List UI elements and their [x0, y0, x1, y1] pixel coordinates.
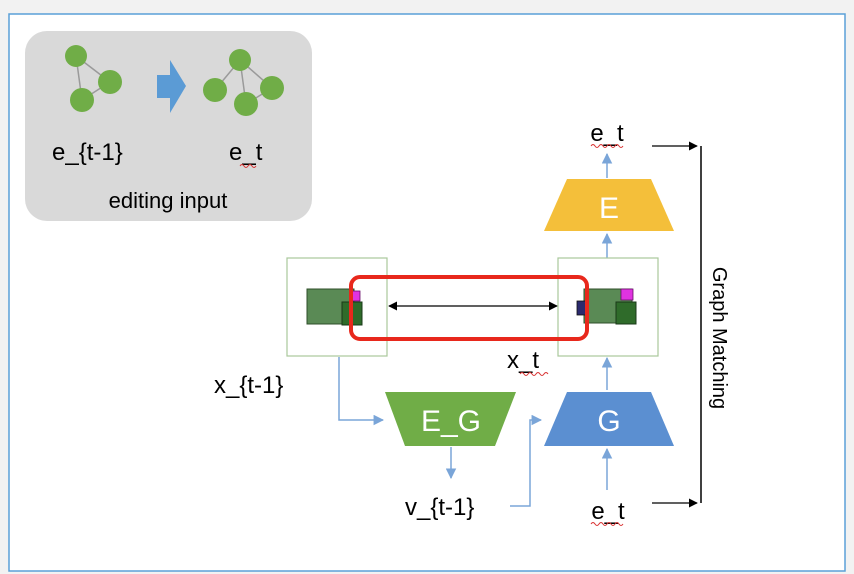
graph-node [70, 88, 94, 112]
highlight-box [349, 275, 589, 341]
label-e-t-top: e_t [590, 120, 624, 147]
decoder-e-block [544, 179, 674, 231]
encoder-eg-label: E_G [421, 405, 481, 438]
graph-node [229, 49, 251, 71]
feature-box-prev [286, 257, 388, 357]
label-v-prev: v_{t-1} [405, 494, 474, 521]
graph-node [234, 92, 258, 116]
graph-node [260, 76, 284, 100]
feature-block-curr-dark [615, 301, 637, 325]
editing-panel-background [25, 31, 312, 221]
graph-matching-label: Graph Matching [708, 267, 730, 409]
editing-input-panel: e_{t-1} e_t editing input [25, 31, 312, 221]
feature-block-curr-magenta [620, 288, 634, 301]
graph-prev-icon [65, 45, 122, 112]
generator-g-label: G [597, 405, 620, 438]
graph-node [203, 78, 227, 102]
edit-arrow-icon [157, 60, 186, 113]
decoder-e-label: E [599, 192, 619, 225]
editing-input-caption: editing input [109, 188, 228, 213]
label-e-t-bottom: e_t [591, 498, 625, 525]
arrow-xprev-to-eg [338, 357, 385, 426]
encoder-eg-block [385, 392, 516, 446]
label-e-curr: e_t [229, 139, 263, 166]
graph-curr-icon [203, 49, 284, 116]
graph-node [65, 45, 87, 67]
arrow-v-to-g [510, 414, 543, 507]
graph-node [98, 70, 122, 94]
feature-box-curr [557, 257, 659, 357]
label-e-prev: e_{t-1} [52, 139, 123, 166]
label-x-t: x_t [507, 347, 539, 374]
label-x-prev: x_{t-1} [214, 372, 283, 399]
generator-g-block [544, 392, 674, 446]
